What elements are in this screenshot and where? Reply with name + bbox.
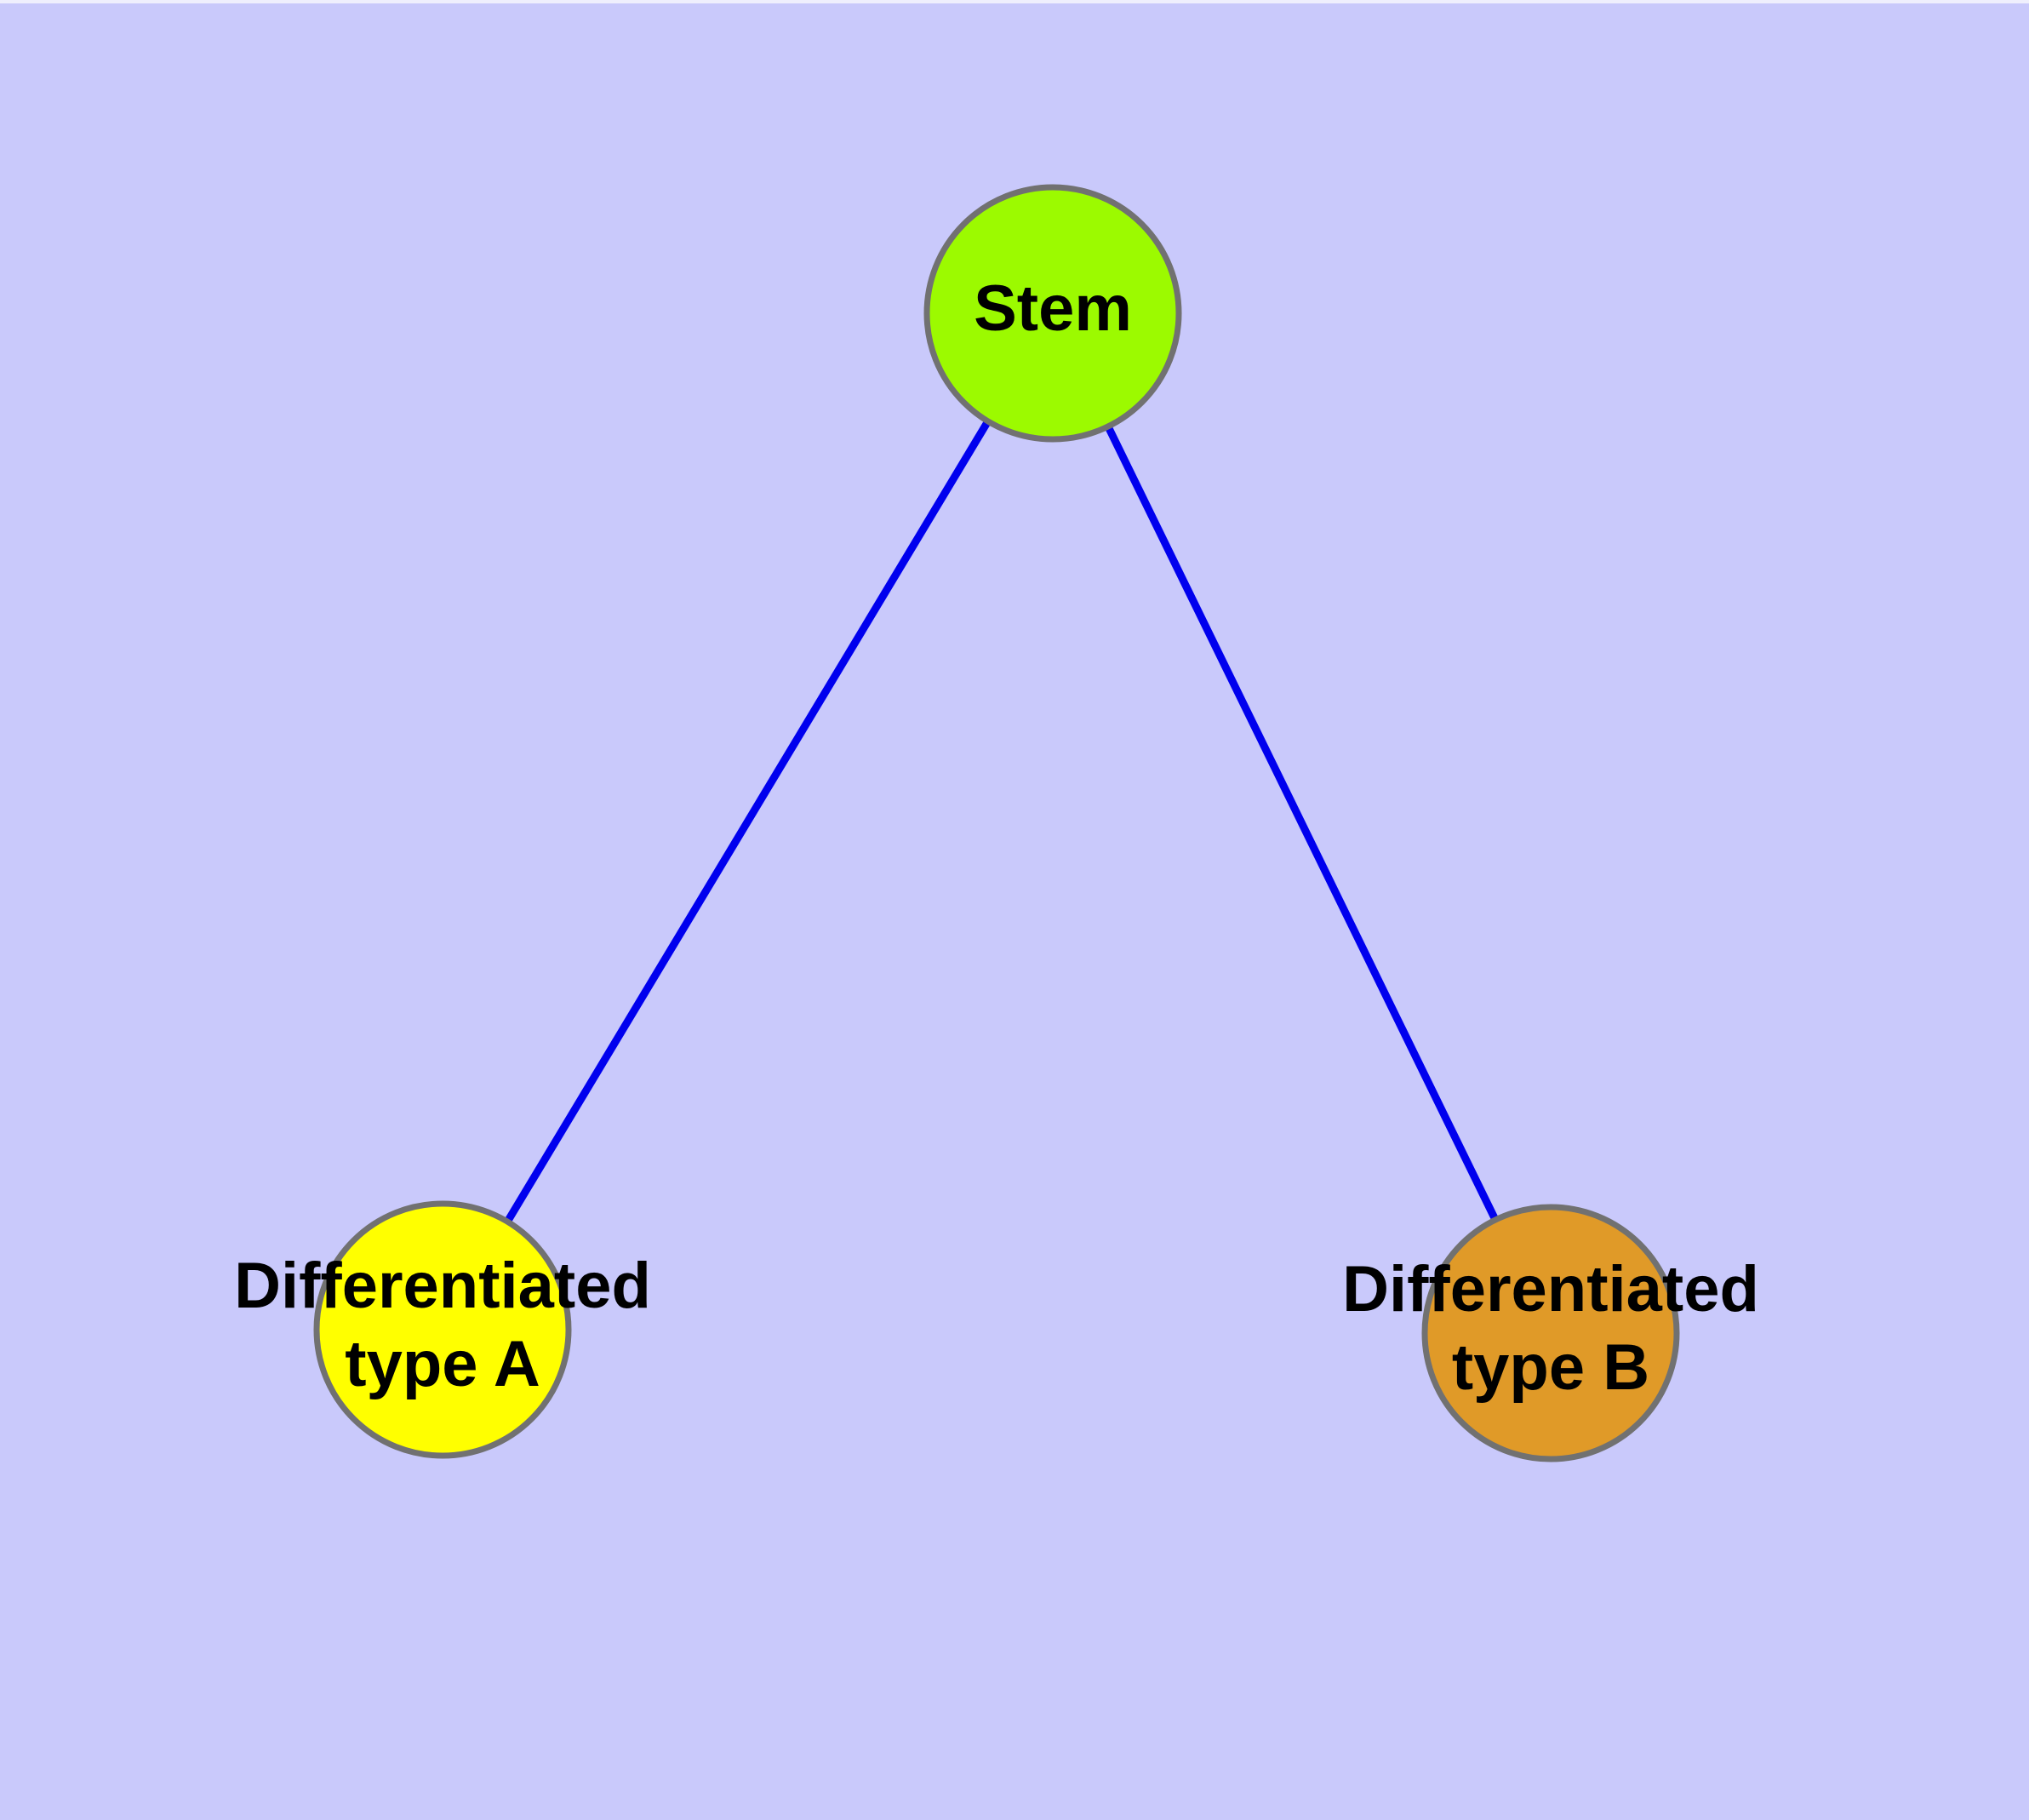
canvas-top-edge-strip [0, 0, 2029, 3]
node-stem-circle[interactable] [923, 184, 1182, 443]
node-label-line: Differentiated [1342, 1253, 1759, 1325]
edge-stem-to-differentiated-type-a[interactable] [439, 311, 1056, 1332]
node-stem[interactable]: Stem [923, 184, 1182, 443]
node-differentiated-type-a-circle[interactable] [313, 1200, 572, 1459]
node-label-line: Stem [974, 272, 1132, 345]
edge-layer [439, 311, 1555, 1335]
node-stem-label: Stem [974, 272, 1132, 345]
node-label-line: type B [1452, 1331, 1649, 1404]
edge-stem-to-differentiated-type-b[interactable] [1049, 312, 1555, 1335]
node-label-line: type A [345, 1328, 540, 1400]
node-differentiated-type-b-circle[interactable] [1421, 1204, 1680, 1462]
node-label-line: Differentiated [234, 1250, 651, 1322]
